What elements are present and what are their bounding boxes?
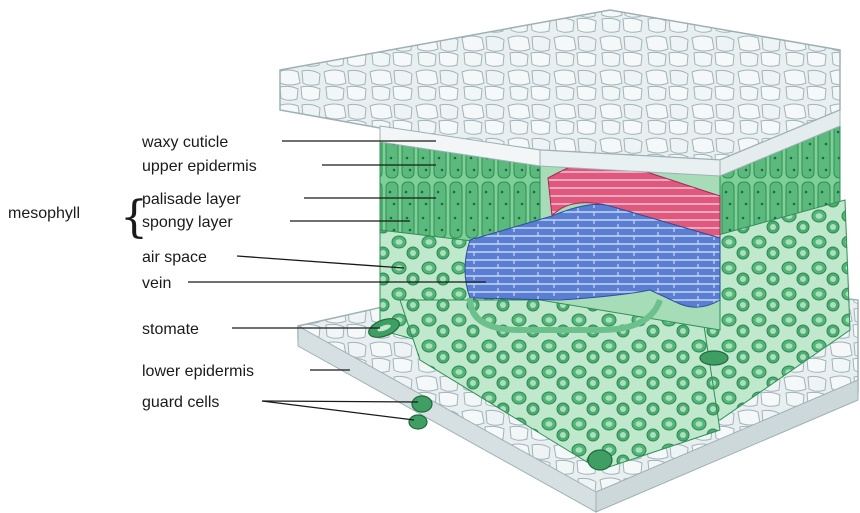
leader-guard-cells-2 — [262, 401, 414, 420]
label-vein: vein — [142, 275, 171, 292]
label-mesophyll: mesophyll — [8, 205, 80, 222]
label-waxy-cuticle: waxy cuticle — [141, 134, 228, 151]
label-lower-epidermis: lower epidermis — [142, 363, 254, 380]
upper-epidermis-slab — [280, 10, 840, 176]
label-guard-cells: guard cells — [142, 394, 219, 411]
label-air-space: air space — [142, 249, 207, 266]
label-spongy-layer: spongy layer — [142, 214, 233, 231]
leader-guard-cells-1 — [262, 401, 418, 402]
label-palisade-layer: palisade layer — [142, 191, 241, 208]
leader-air-space — [237, 256, 404, 268]
label-upper-epidermis: upper epidermis — [142, 158, 257, 175]
label-stomate: stomate — [142, 321, 199, 338]
